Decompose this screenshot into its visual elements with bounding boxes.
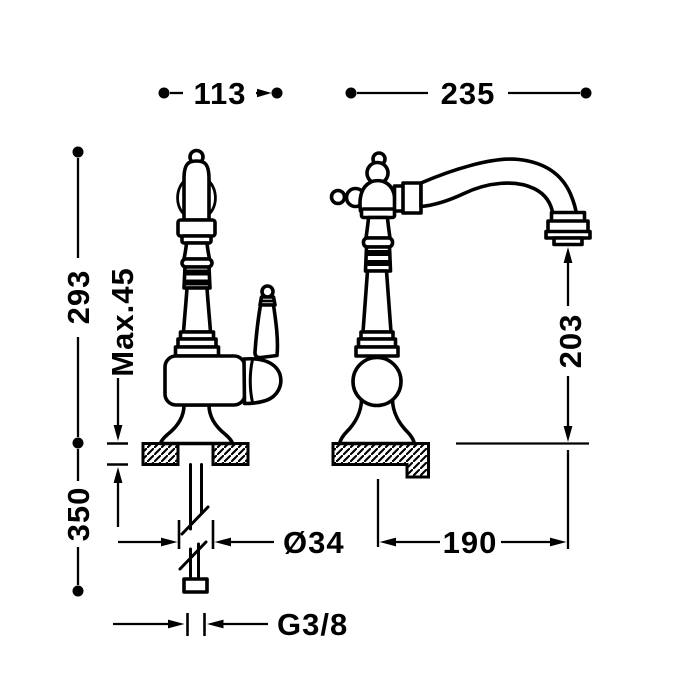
arrowhead-right-icon bbox=[168, 619, 185, 629]
arrowhead-right-icon bbox=[550, 537, 567, 547]
dim-front-width-label: 113 bbox=[193, 76, 246, 111]
arrowhead-left-icon bbox=[379, 537, 396, 547]
front-bell-base bbox=[158, 403, 235, 446]
front-dark-band-1 bbox=[184, 269, 210, 276]
side-column-mid bbox=[361, 269, 393, 334]
side-body-dome bbox=[358, 178, 397, 213]
front-lever-body bbox=[253, 303, 280, 360]
side-step-ring-3 bbox=[354, 345, 400, 358]
dimension-dot bbox=[271, 87, 283, 99]
dimension-dot bbox=[580, 87, 592, 99]
arrowhead-right-icon bbox=[257, 88, 272, 98]
arrowhead-down-icon bbox=[113, 425, 123, 441]
dim-max-deck-thickness-label: Max.45 bbox=[105, 267, 140, 376]
dimension-dot bbox=[72, 585, 84, 597]
front-counter-slab-right bbox=[211, 442, 250, 466]
dim-spout-reach-label: 190 bbox=[443, 525, 498, 560]
dim-side-width-label: 235 bbox=[441, 76, 496, 111]
pipe-break-slash-1 bbox=[180, 505, 210, 536]
dim-max-deck-thickness: Max.45 bbox=[105, 267, 140, 527]
dim-spout-reach: 190 bbox=[376, 450, 570, 560]
arrowhead-left-icon bbox=[214, 537, 231, 547]
supply-pipe bbox=[178, 463, 210, 594]
front-dark-band-2 bbox=[184, 279, 210, 286]
side-view-faucet bbox=[329, 151, 592, 446]
dim-shank-diameter: Ø34 bbox=[118, 520, 345, 560]
dim-side-width: 235 bbox=[345, 76, 592, 111]
side-dark-band-1 bbox=[366, 250, 390, 256]
dim-total-height: 293 bbox=[61, 146, 96, 449]
side-aerator-outlet bbox=[552, 236, 584, 247]
front-collar bbox=[176, 218, 217, 238]
side-handle-ring bbox=[329, 188, 347, 206]
side-spout-tube bbox=[419, 157, 579, 217]
dim-supply-thread: G3/8 bbox=[113, 607, 348, 642]
front-countertop bbox=[141, 442, 250, 466]
dim-supply-length: 350 bbox=[61, 449, 96, 597]
dimension-dot bbox=[158, 87, 170, 99]
dim-total-height-label: 293 bbox=[61, 270, 96, 325]
arrowhead-down-icon bbox=[563, 426, 573, 442]
pipe-end-connector bbox=[182, 577, 209, 594]
pipe-break-slash-2 bbox=[178, 540, 208, 571]
dim-outlet-height-label: 203 bbox=[553, 314, 588, 369]
dim-outlet-height: 203 bbox=[456, 247, 589, 445]
dim-front-width: 113 bbox=[158, 76, 283, 111]
dim-supply-length-label: 350 bbox=[61, 487, 96, 542]
side-neck bbox=[364, 215, 392, 240]
front-spout-column bbox=[182, 159, 211, 222]
side-ball-joint bbox=[351, 355, 403, 408]
dimension-dot bbox=[72, 146, 84, 158]
front-handle-base-inner-line bbox=[248, 358, 254, 404]
side-spout-connector-nut bbox=[401, 181, 423, 215]
side-countertop bbox=[331, 442, 430, 479]
dim-supply-thread-label: G3/8 bbox=[277, 607, 348, 642]
front-valve-body bbox=[163, 354, 247, 407]
arrowhead-up-icon bbox=[563, 247, 573, 263]
arrowhead-left-icon bbox=[207, 619, 224, 629]
dimension-dot bbox=[345, 87, 357, 99]
front-view-faucet bbox=[158, 148, 283, 446]
dimension-dot bbox=[72, 437, 84, 449]
dim-shank-diameter-label: Ø34 bbox=[283, 525, 345, 560]
arrowhead-up-icon bbox=[113, 467, 123, 483]
arrowhead-right-icon bbox=[161, 537, 178, 547]
front-column-mid bbox=[181, 286, 213, 334]
front-counter-slab-left bbox=[141, 442, 180, 466]
front-neck bbox=[182, 241, 212, 261]
side-dark-band-2 bbox=[366, 260, 390, 266]
